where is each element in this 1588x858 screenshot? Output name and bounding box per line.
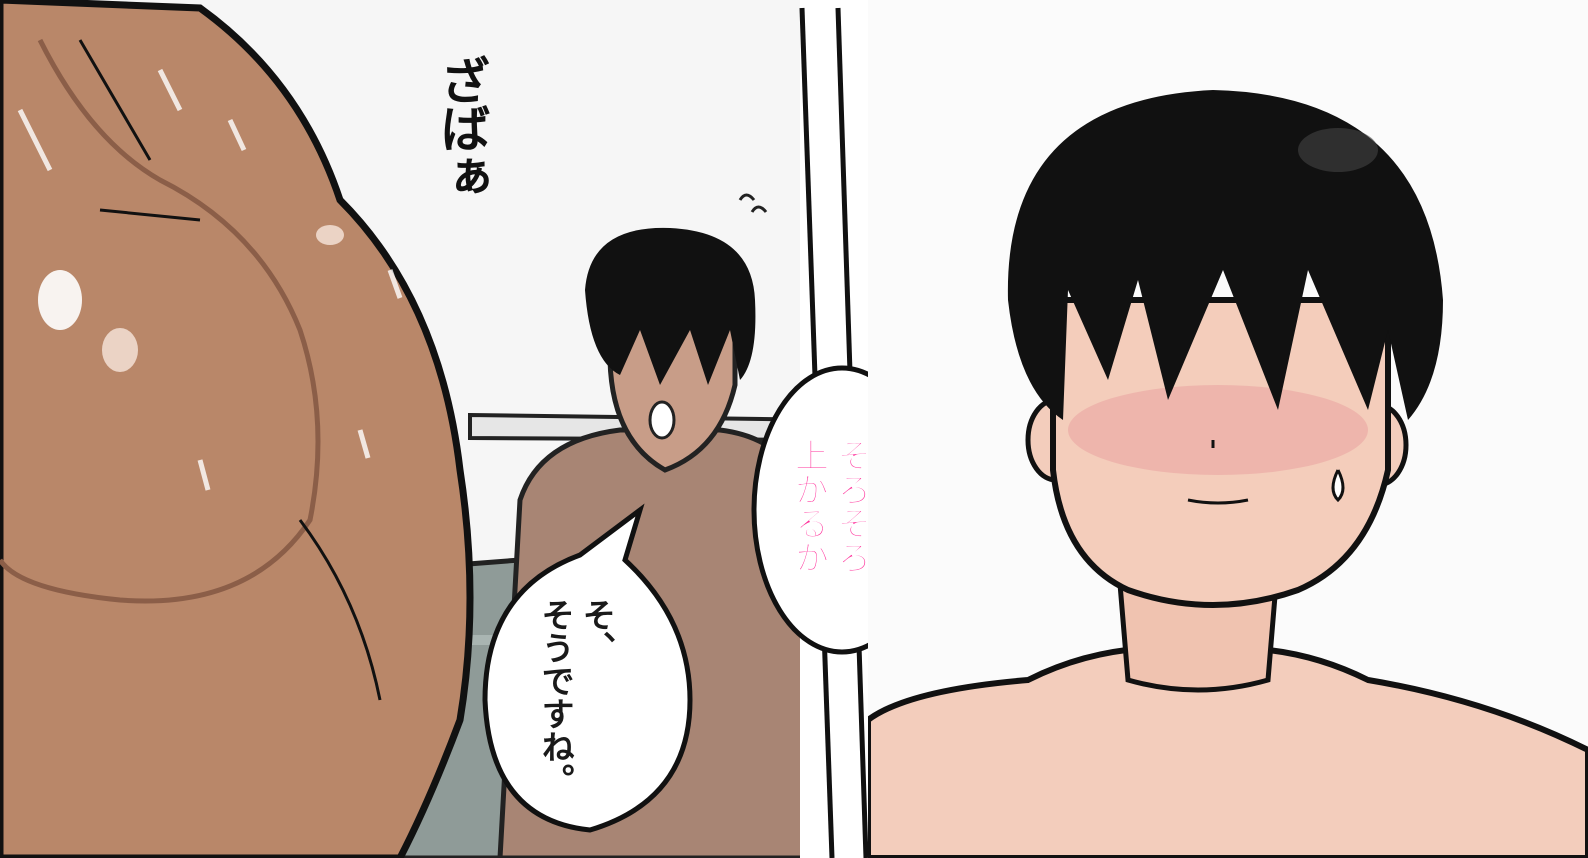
speech-bubble-reply-text: そ、 そうですね。 (536, 598, 617, 796)
young-man-hair-closeup (1007, 90, 1443, 420)
sound-effect-splash: ざばぁ (432, 55, 491, 199)
speech-bubble-older-man-text: そろそろ 上がるか。 (788, 438, 872, 609)
panel-right-art (868, 0, 1588, 858)
older-man-back (0, 0, 474, 858)
comic-panel-right (868, 0, 1588, 858)
young-man-hair (585, 227, 756, 385)
speech-bubble-reply-shape (482, 503, 693, 833)
panel-left-art (0, 0, 832, 858)
comic-panel-left: ざばぁ そ、 そうですね。 (0, 0, 832, 858)
